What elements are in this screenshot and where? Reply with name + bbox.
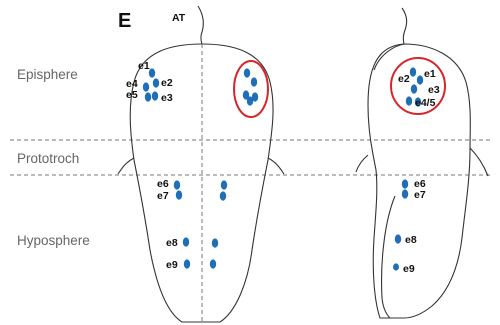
left-apical-tuft xyxy=(198,6,203,44)
right-label-e7: e7 xyxy=(414,189,426,201)
right-apical-tuft xyxy=(402,8,407,44)
left-cell-e7 xyxy=(176,190,182,199)
left-larva-outline xyxy=(130,44,273,322)
right-cell-e7 xyxy=(402,189,408,198)
left-mirror-cell-7 xyxy=(220,191,226,200)
left-mirror-cell-1 xyxy=(244,68,250,77)
left-label-e2: e2 xyxy=(161,77,173,89)
right-label-e8: e8 xyxy=(405,234,417,246)
panel-letter: E xyxy=(118,10,131,32)
left-mirror-cell-2 xyxy=(251,77,257,86)
left-cilia-left xyxy=(118,158,134,174)
right-label-e45: e4/5 xyxy=(415,97,436,109)
right-label-e9: e9 xyxy=(403,263,415,275)
left-label-e7: e7 xyxy=(157,190,169,202)
left-highlight-circle xyxy=(234,61,268,117)
right-cell-e4 xyxy=(406,96,412,105)
left-mirror-cell-6 xyxy=(221,180,227,189)
left-cilia-right xyxy=(268,158,284,174)
prototroch-label: Prototroch xyxy=(17,151,79,166)
right-larva: e2 e1 e3 e4/5 e6 e7 e8 e9 xyxy=(356,8,488,318)
left-cell-e5 xyxy=(145,92,151,101)
hyposphere-label: Hyposphere xyxy=(17,233,90,248)
right-cell-e6 xyxy=(402,179,408,188)
left-mirror-cell-5 xyxy=(247,96,253,105)
right-cell-e8 xyxy=(395,234,401,243)
right-cell-e2 xyxy=(410,67,416,76)
right-cilia-right xyxy=(470,148,488,176)
apical-tuft-label: AT xyxy=(172,12,186,24)
left-larva: e1 e2 e4 e5 e3 e6 e7 e8 e9 xyxy=(118,6,284,322)
left-label-e3: e3 xyxy=(161,92,173,104)
right-label-e2: e2 xyxy=(398,73,410,85)
left-label-e8: e8 xyxy=(166,237,178,249)
left-label-e9: e9 xyxy=(166,259,178,271)
right-cell-e1 xyxy=(417,75,423,84)
right-cilia-left xyxy=(356,155,368,172)
left-mirror-cell-9 xyxy=(210,259,216,268)
left-label-e6: e6 xyxy=(157,178,169,190)
left-mirror-cell-8 xyxy=(212,238,218,247)
right-label-e3: e3 xyxy=(428,84,440,96)
left-cell-e3 xyxy=(152,91,158,100)
right-cell-e9 xyxy=(393,263,399,270)
right-cell-e3 xyxy=(411,84,417,93)
left-cell-e1 xyxy=(149,68,155,77)
left-label-e5: e5 xyxy=(126,89,138,101)
left-cell-e2 xyxy=(153,78,159,87)
right-inner-lower-line xyxy=(382,196,395,318)
left-label-e1: e1 xyxy=(138,60,150,72)
right-label-e1: e1 xyxy=(424,68,436,80)
left-cell-e9 xyxy=(184,259,190,268)
left-cell-e4 xyxy=(143,82,149,91)
episphere-label: Episphere xyxy=(17,67,78,82)
left-cell-e6 xyxy=(174,180,180,189)
left-cell-e8 xyxy=(183,237,189,246)
